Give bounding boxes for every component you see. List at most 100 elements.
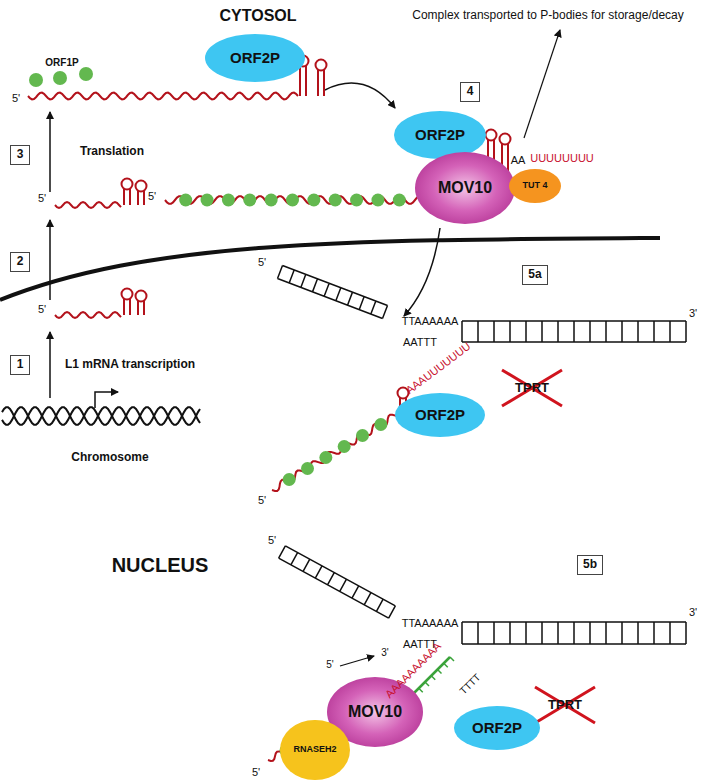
orf1p-dot xyxy=(243,194,256,207)
end-label: 5' xyxy=(38,303,46,315)
sequence-label: AATTT xyxy=(403,336,437,348)
orf1p-dot xyxy=(79,67,93,81)
mrna-strand xyxy=(55,202,121,208)
node-text: 4 xyxy=(467,85,474,98)
orf1p-dot xyxy=(201,194,214,207)
step-number: 4 xyxy=(460,82,480,102)
blocked-cross xyxy=(535,687,595,723)
hairpin xyxy=(124,299,130,315)
hairpin-loop xyxy=(136,291,147,302)
node-text: ORF2P xyxy=(415,407,465,424)
blocked-cross xyxy=(502,370,562,406)
orf1p-dot xyxy=(222,194,235,207)
step-label: L1 mRNA transcription xyxy=(65,358,195,371)
hairpin xyxy=(138,191,144,205)
dna-duplex xyxy=(462,321,686,342)
end-label: 3' xyxy=(689,307,697,319)
dna-duplex xyxy=(278,265,388,318)
step-arrow xyxy=(49,220,51,300)
direction-arrow xyxy=(340,656,374,666)
blocked-step: TPRT xyxy=(515,381,549,395)
node-text: 5b xyxy=(583,558,597,571)
protein-ellipse: RNASEH2 xyxy=(280,720,349,780)
region-label: NUCLEUS xyxy=(112,554,209,576)
orf1p-dot xyxy=(371,194,384,207)
node-text: 2 xyxy=(17,255,24,268)
note-label: Complex transported to P-bodies for stor… xyxy=(412,9,683,22)
step-number: 1 xyxy=(10,355,30,375)
orf1p-dot xyxy=(350,194,363,207)
hairpin xyxy=(138,301,144,315)
step-arrow xyxy=(404,228,440,316)
orf1p-dot xyxy=(286,194,299,207)
nuclear-membrane xyxy=(0,238,660,300)
protein-ellipse: ORF2P xyxy=(454,706,540,750)
pbody-arrow xyxy=(524,30,560,138)
node-text: MOV10 xyxy=(438,179,492,197)
orf1p-dot xyxy=(307,194,320,207)
node-text: ORF2P xyxy=(230,50,280,67)
step-label: Chromosome xyxy=(71,451,148,464)
end-label: 3' xyxy=(381,647,388,658)
mrna-strand xyxy=(272,415,398,491)
orf1p-dot xyxy=(179,194,192,207)
protein-label: ORF1P xyxy=(45,57,78,68)
orf1p-dot xyxy=(374,418,387,431)
end-label: 5' xyxy=(326,659,333,670)
protein-ellipse: ORF2P xyxy=(205,34,305,82)
dna-duplex xyxy=(462,622,686,644)
hairpin-loop xyxy=(486,130,497,141)
helix-strand xyxy=(2,407,200,425)
node-text: MOV10 xyxy=(348,703,402,721)
step-arrow xyxy=(325,83,395,108)
sequence-label: TTAAAAAA xyxy=(402,617,459,629)
orf1p-dot xyxy=(329,194,342,207)
sequence-label: TTTT xyxy=(457,671,482,696)
step-arrow xyxy=(49,332,51,398)
hairpin-loop xyxy=(500,134,511,145)
orf1p-dot xyxy=(29,73,43,87)
hairpin xyxy=(300,66,306,96)
orf1p-dot xyxy=(283,473,296,486)
end-label: 5' xyxy=(12,92,20,104)
helix-strand xyxy=(2,407,200,425)
end-label: 3' xyxy=(689,606,697,618)
orf1p-dot xyxy=(393,194,406,207)
orf1p-dot xyxy=(338,440,351,453)
sequence-label: AAAUUUUUUU xyxy=(403,340,472,396)
sequence-label: UUUUUUUU xyxy=(530,152,594,164)
protein-ellipse: TUT 4 xyxy=(509,169,561,203)
node-text: 5a xyxy=(528,268,541,281)
node-text: 1 xyxy=(17,358,24,371)
step-label: Translation xyxy=(80,145,144,158)
hairpin-loop xyxy=(122,289,133,300)
end-label: 5' xyxy=(258,494,266,506)
protein-ellipse: MOV10 xyxy=(415,152,515,224)
hairpin-loop xyxy=(136,181,147,192)
step-arrow xyxy=(49,112,51,192)
end-label: 5' xyxy=(258,256,266,268)
hairpin-loop xyxy=(122,179,133,190)
hairpin xyxy=(124,189,130,205)
end-label: 5' xyxy=(148,190,156,202)
end-label: 5' xyxy=(268,534,276,546)
sequence-label: TTAAAAAA xyxy=(402,315,459,327)
sequence-label: AA xyxy=(511,154,526,166)
node-text: TUT 4 xyxy=(522,181,547,191)
step-number: 5a xyxy=(522,265,548,285)
protein-ellipse: ORF2P xyxy=(395,393,485,437)
mrna-strand xyxy=(55,312,121,318)
hairpin-loop xyxy=(316,60,327,71)
orf1p-dot xyxy=(319,451,332,464)
end-label: 5' xyxy=(252,766,260,778)
orf1p-dot xyxy=(53,71,67,85)
end-label: 5' xyxy=(38,192,46,204)
orf1p-dot xyxy=(301,462,314,475)
orf1p-dot xyxy=(356,429,369,442)
region-label: CYTOSOL xyxy=(219,7,296,25)
node-text: ORF2P xyxy=(415,127,465,144)
step-number: 2 xyxy=(10,252,30,272)
blocked-step: TPRT xyxy=(548,698,582,712)
mrna-strand xyxy=(28,93,298,100)
